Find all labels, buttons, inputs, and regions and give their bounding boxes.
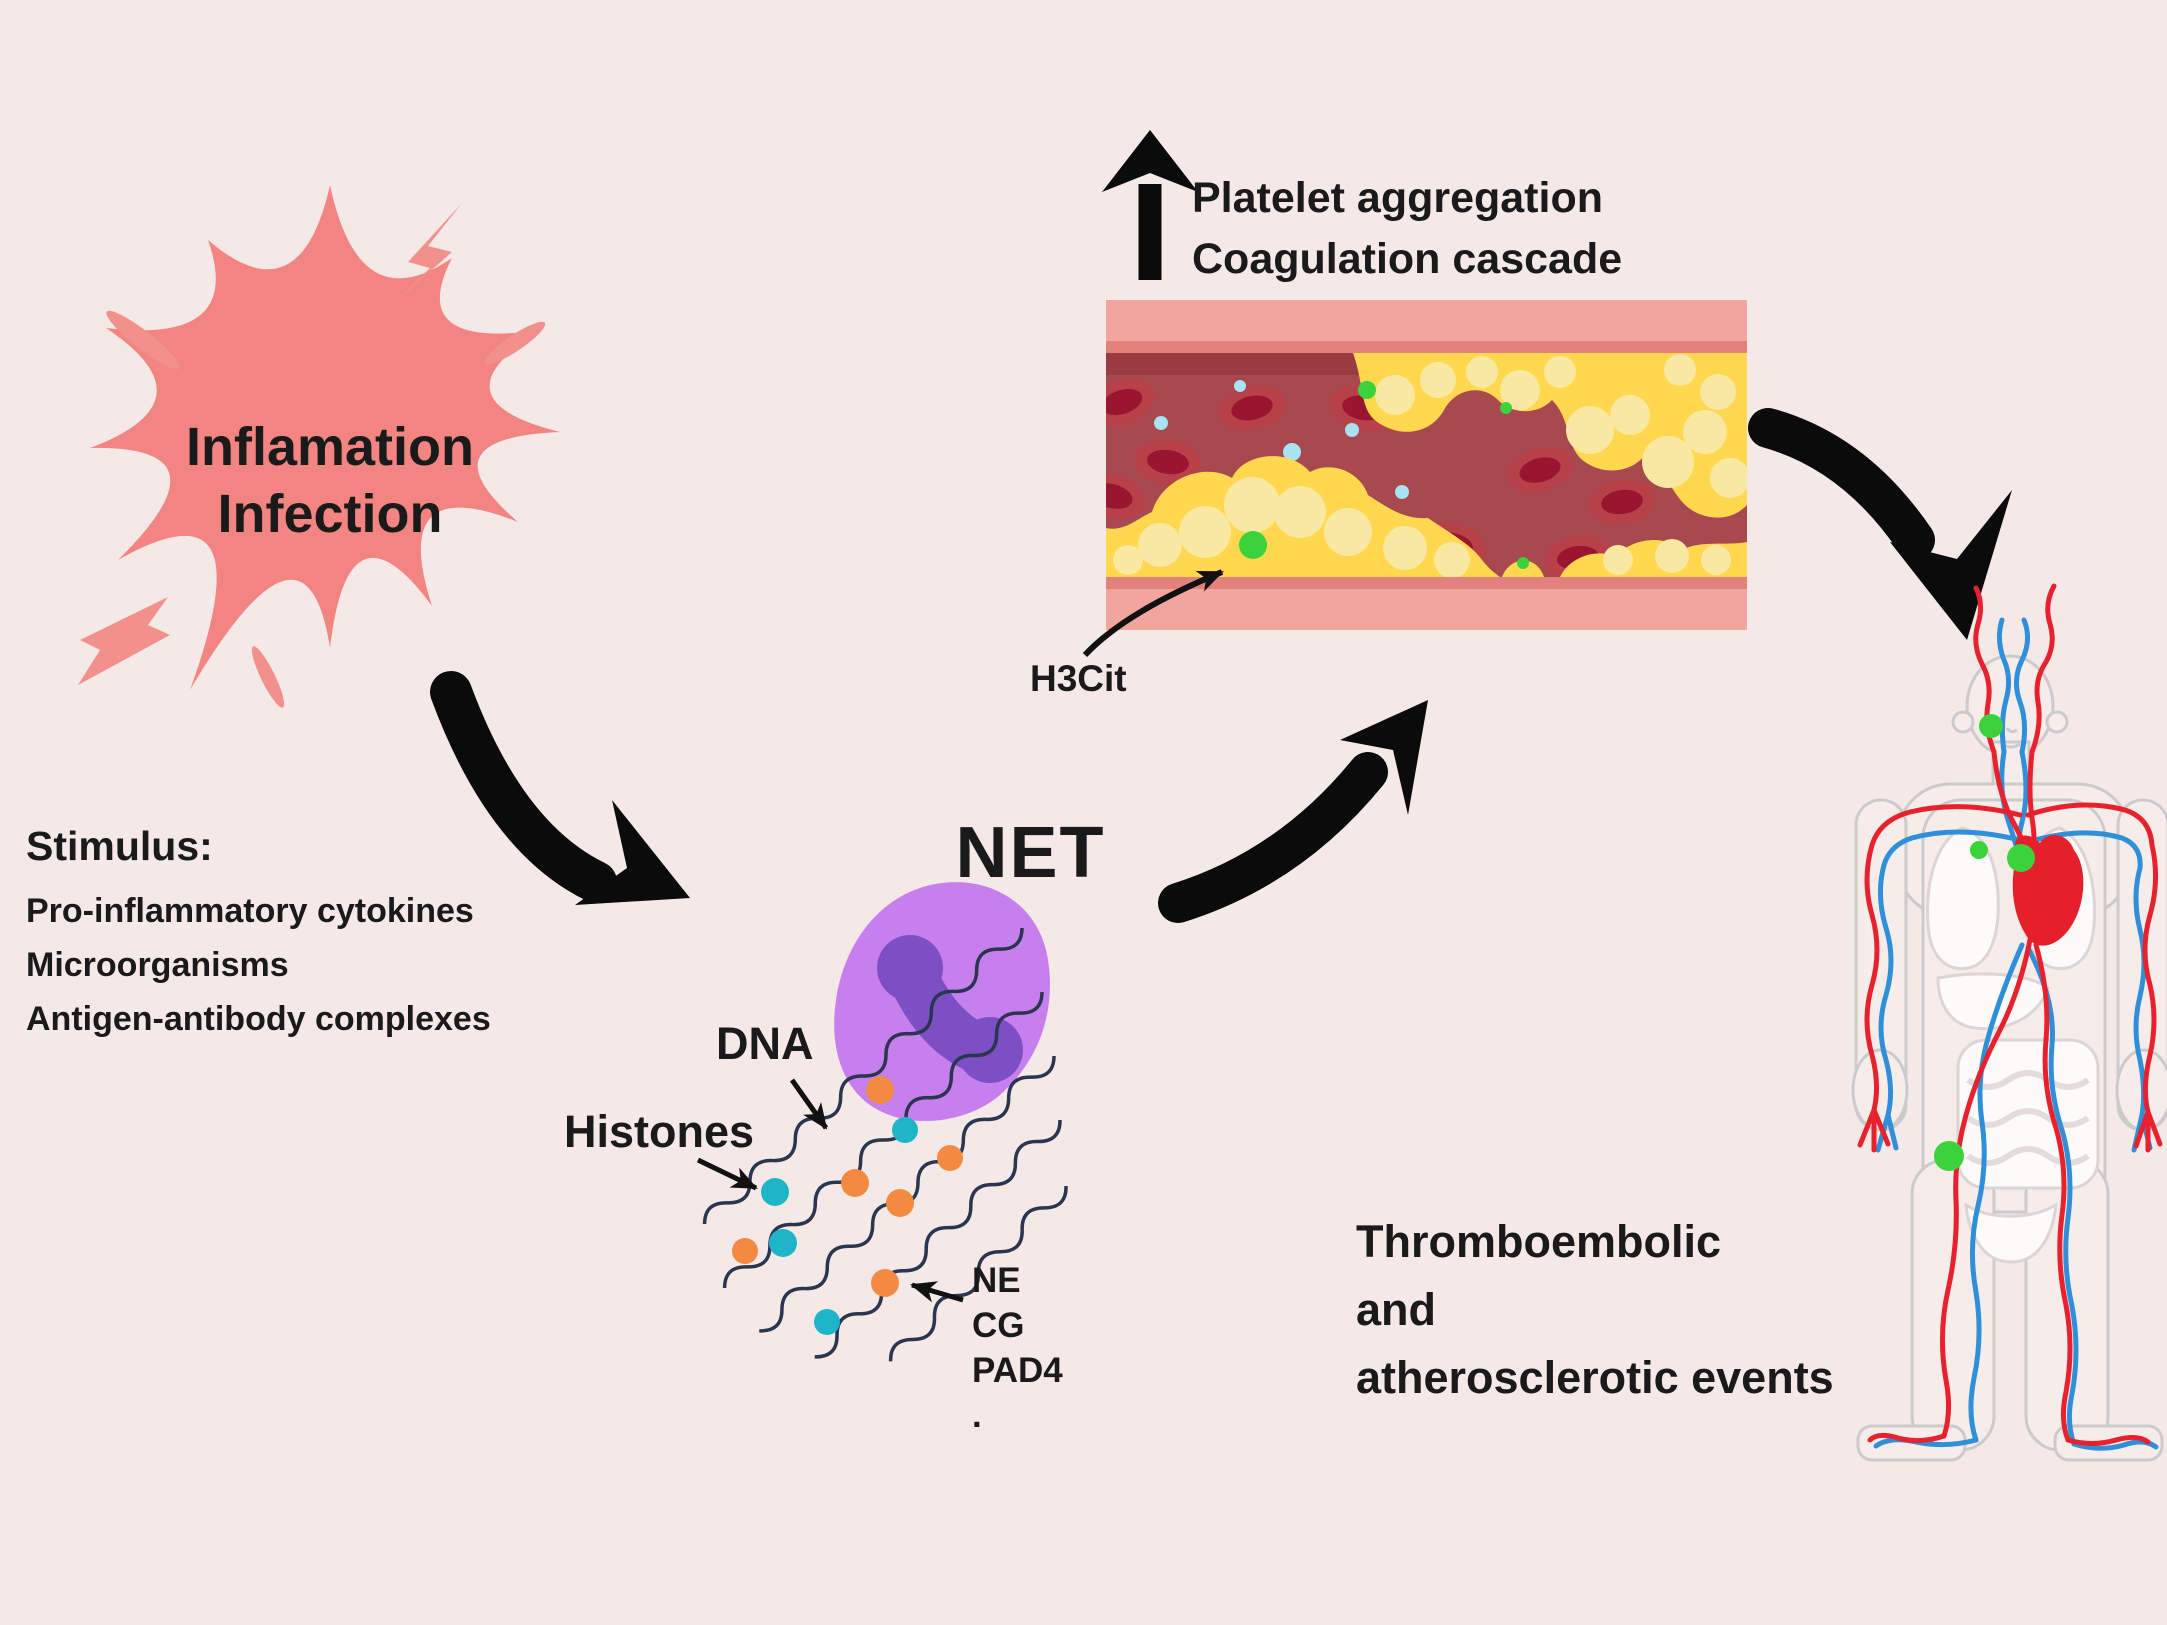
spark-dash-icon xyxy=(106,310,180,370)
spark-bolt-icon xyxy=(78,597,170,685)
hand-left xyxy=(1851,1048,1909,1132)
outcome-line3: atherosclerotic events xyxy=(1356,1352,1834,1403)
net-title: NET xyxy=(955,813,1106,893)
spark-dash-icon xyxy=(484,321,546,365)
vessel-wall-line xyxy=(1106,577,1747,589)
burst-line2: Infection xyxy=(217,484,443,544)
dna-label: DNA xyxy=(716,1018,814,1069)
vessel-to-body-arrow xyxy=(1748,408,2012,640)
enzymes-arrow xyxy=(910,1281,964,1303)
ear xyxy=(1951,710,1975,734)
platelet-aggregation-label: Platelet aggregation xyxy=(1192,174,1603,222)
platelet-dots xyxy=(1154,380,1409,499)
enzyme-dots xyxy=(732,1076,963,1297)
starburst-shape xyxy=(90,185,560,690)
thrombus-dots xyxy=(1934,714,2035,1171)
inflammation-burst xyxy=(78,185,560,708)
liver xyxy=(1936,972,2050,1031)
histone-dots xyxy=(761,1117,918,1335)
h3cit-label: H3Cit xyxy=(1030,658,1127,699)
nucleus xyxy=(887,950,1013,1077)
h3cit-arrow xyxy=(1082,569,1224,658)
stimulus-block: Stimulus: Pro-inflammatory cytokines Mic… xyxy=(26,822,491,1046)
lung-left xyxy=(1926,826,2000,971)
enzyme-dot: . xyxy=(972,1396,982,1435)
histones-arrow xyxy=(696,1157,758,1191)
histones-label: Histones xyxy=(564,1106,755,1157)
increase-arrow xyxy=(1102,130,1198,280)
plaque xyxy=(1106,353,1747,577)
annotation-arrows xyxy=(696,1078,964,1303)
burst-label: Inflamation Infection xyxy=(140,414,520,548)
outcome-line1: Thromboembolic xyxy=(1356,1216,1722,1267)
enzyme-ne: NE xyxy=(972,1261,1021,1300)
net-illustration xyxy=(696,882,1068,1362)
spark-dash-icon xyxy=(251,646,285,708)
burst-line1: Inflamation xyxy=(185,417,474,477)
stimulus-item: Pro-inflammatory cytokines xyxy=(26,892,474,930)
leg-left xyxy=(1910,1158,1996,1452)
stimulus-item: Antigen-antibody complexes xyxy=(26,1000,491,1038)
vessel-wall-line xyxy=(1106,341,1747,353)
stimulus-item: Microorganisms xyxy=(26,946,289,984)
lightning-icon xyxy=(390,203,462,307)
vessel-illustration xyxy=(1082,300,1747,658)
h3cit-dots xyxy=(1239,381,1529,569)
body-illustration xyxy=(1851,583,2167,1462)
stimulus-to-net-arrow xyxy=(430,671,690,905)
stimulus-heading: Stimulus: xyxy=(26,823,213,869)
vessel-note: Platelet aggregation Coagulation cascade xyxy=(1192,168,1622,290)
enzymes-label: NE CG PAD4 . xyxy=(972,1258,1063,1438)
enzyme-pad4: PAD4 xyxy=(972,1351,1063,1390)
outcome-line2: and xyxy=(1356,1284,1437,1335)
pelvis xyxy=(1964,1202,2058,1264)
enzyme-cg: CG xyxy=(972,1306,1025,1345)
plaque-foam-cells xyxy=(1113,354,1747,577)
dna-arrow xyxy=(789,1078,829,1130)
coagulation-cascade-label: Coagulation cascade xyxy=(1192,235,1623,283)
net-to-vessel-arrow xyxy=(1158,700,1428,923)
ear xyxy=(2045,710,2069,734)
outcome-label: Thromboembolic and atherosclerotic event… xyxy=(1356,1208,1834,1412)
